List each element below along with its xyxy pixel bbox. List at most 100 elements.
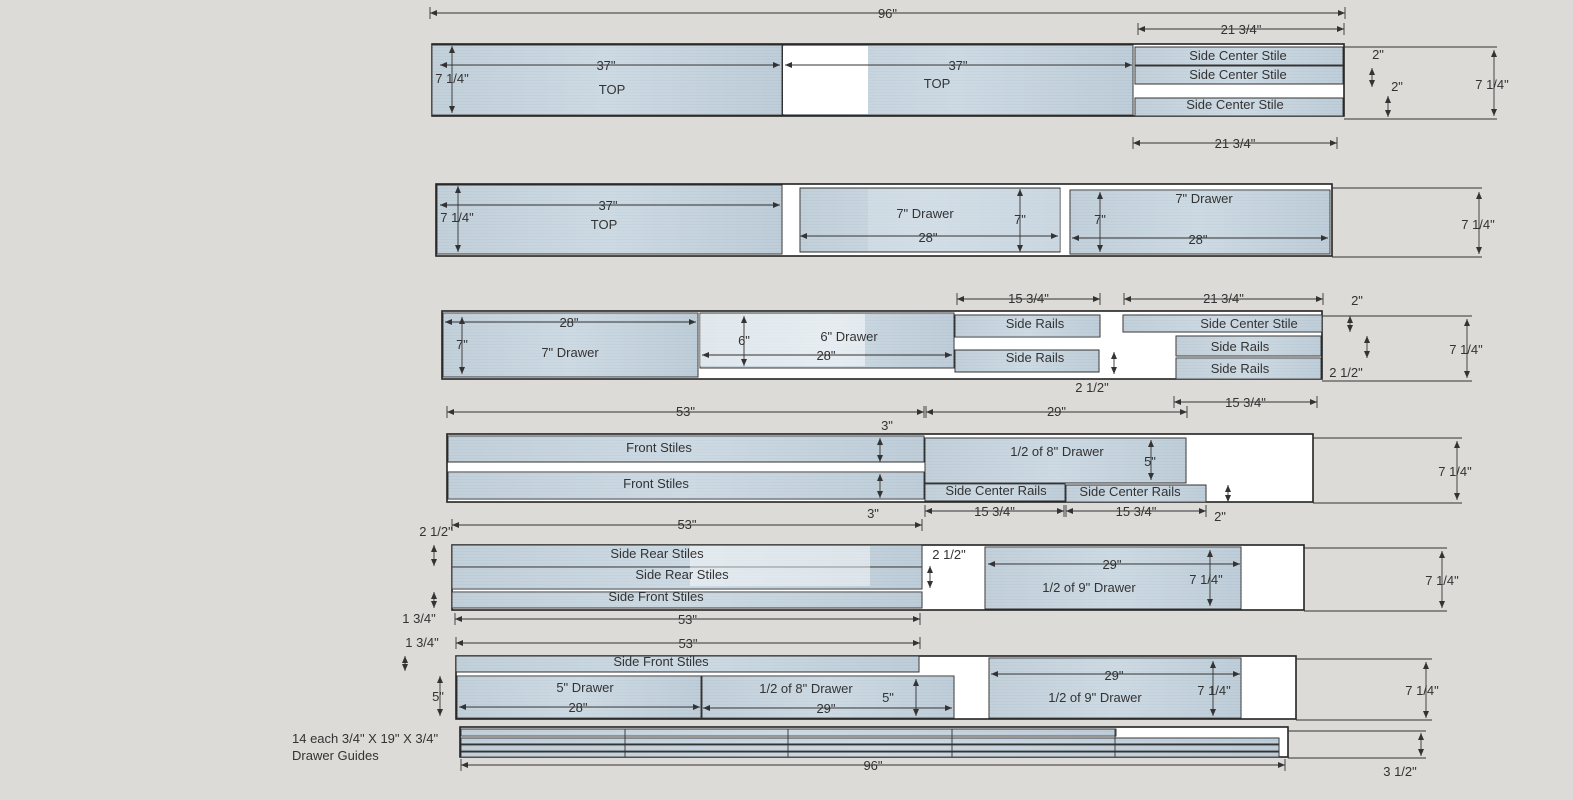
b6-134-dim-head-b xyxy=(402,664,408,671)
b5-134-dim-head-t xyxy=(431,592,437,599)
b4-2-label: 2" xyxy=(1214,509,1226,524)
b3-212b-dim-head-b xyxy=(1364,351,1370,358)
b2-width-head-b xyxy=(455,245,461,252)
b2-d1-h-head-b xyxy=(1017,245,1023,252)
b6-right-width-line-head-t xyxy=(1423,662,1429,669)
b6-5b-label: 5" xyxy=(882,690,894,705)
b5-212b-dim-head-b xyxy=(927,581,933,588)
b4-scr2-label: Side Center Rails xyxy=(1079,484,1181,499)
b2-width-label: 7 1/4" xyxy=(440,210,474,225)
b7-guide-strip-2-grain xyxy=(461,738,1279,744)
b2-d1-h-head-t xyxy=(1017,189,1023,196)
b6-d9-len-head-r xyxy=(1233,671,1240,677)
b1-top2-len-head-l xyxy=(785,62,792,68)
b4-3b-label: 3" xyxy=(867,506,879,521)
b5-212b-label: 2 1/2" xyxy=(932,547,966,562)
b3-sr-len-line-head-l xyxy=(957,296,964,302)
b4-fs-len-line-head-r xyxy=(917,409,924,415)
b1-scs-2b-line-head-b xyxy=(1385,110,1391,117)
b1-top1-label: TOP xyxy=(599,82,626,97)
b5-714-dim-head-t xyxy=(1207,550,1213,557)
b5-134-label: 1 3/4" xyxy=(402,611,436,626)
b5-srs-len-line-head-l xyxy=(452,522,459,528)
b5-srs-light xyxy=(690,546,870,586)
b4-scr2-len-label: 15 3/4" xyxy=(1116,504,1157,519)
b4-scr1-len-label: 15 3/4" xyxy=(974,504,1015,519)
b4-right-width-line-head-b xyxy=(1454,493,1460,500)
b1-scs1-label: Side Center Stile xyxy=(1189,48,1287,63)
b7-guide-strip-4-grain xyxy=(461,752,1279,757)
b1-top2-len-label: 37" xyxy=(948,58,967,73)
b5-srs-len-label: 53" xyxy=(677,517,696,532)
b7-guide-strip-3-grain xyxy=(461,745,1279,751)
b1-right-width-line-head-b xyxy=(1491,109,1497,116)
b7-length-dim-line-head-l xyxy=(461,762,468,768)
b4-5-dim-head-b xyxy=(1148,473,1154,480)
b4-scr1-len-line-head-r xyxy=(1057,508,1064,514)
b3-scs-2-label: 2" xyxy=(1351,293,1363,308)
b4-half-8-drawer-grain xyxy=(925,438,1186,483)
b6-714-dim-head-t xyxy=(1210,661,1216,668)
b3-side-rails-3-grain xyxy=(1176,336,1321,356)
b1-scs-2a-line-head-b xyxy=(1369,80,1375,87)
b3-sr1-label: Side Rails xyxy=(1006,316,1065,331)
b5-sfs-len-line-head-r xyxy=(913,616,920,622)
b1-width-head-t xyxy=(449,46,455,53)
b3-6d-len-label: 28" xyxy=(816,348,835,363)
b4-2-dim-head-b xyxy=(1225,495,1231,502)
b1-top-2-light xyxy=(783,46,868,114)
b3-6d-h-head-t xyxy=(741,316,747,323)
b1-right-width-label: 7 1/4" xyxy=(1475,77,1509,92)
b3-scs-2-line-head-t xyxy=(1347,316,1353,323)
b1-top2-label: TOP xyxy=(924,76,951,91)
b5-srs-len-line-head-r xyxy=(915,522,922,528)
b5-sfs-label: Side Front Stiles xyxy=(608,589,704,604)
b3-6d-label: 6" Drawer xyxy=(820,329,878,344)
b5-714-dim-head-b xyxy=(1207,599,1213,606)
b2-width-head-t xyxy=(455,186,461,193)
b3-right-width-label: 7 1/4" xyxy=(1449,342,1483,357)
b1-top1-len-head-l xyxy=(440,62,447,68)
b7-312-dim-head-t xyxy=(1418,733,1424,740)
b4-right-width-line-head-t xyxy=(1454,441,1460,448)
b3-7d-len-head-r xyxy=(689,319,696,325)
b2-d1-len-label: 28" xyxy=(918,230,937,245)
b2-d1-h-label: 7" xyxy=(1014,212,1026,227)
b1-top1-len-head-r xyxy=(773,62,780,68)
b3-6d-h-label: 6" xyxy=(738,333,750,348)
b1-scs-len-bottom-label: 21 3/4" xyxy=(1215,136,1256,151)
b4-side-center-rails-2-grain xyxy=(1066,485,1206,502)
b4-scr2-len-line-head-l xyxy=(1066,508,1073,514)
b3-right-width-line-head-b xyxy=(1464,371,1470,378)
b1-scs3-label: Side Center Stile xyxy=(1186,97,1284,112)
b4-5-dim-head-t xyxy=(1148,440,1154,447)
b1-side-center-stile-3-grain xyxy=(1135,98,1343,116)
b4-right-width-label: 7 1/4" xyxy=(1438,464,1472,479)
b4-scr2-len-line-head-r xyxy=(1199,508,1206,514)
b6-side-front-stiles-grain xyxy=(456,656,919,672)
b5-right-width-line-head-t xyxy=(1439,551,1445,558)
b4-fs-len-line-head-l xyxy=(447,409,454,415)
b2-top-grain xyxy=(437,185,782,254)
b4-scr1-label: Side Center Rails xyxy=(945,483,1047,498)
b5-212a-dim-head-b xyxy=(431,559,437,566)
b5-d9-label: 1/2 of 9" Drawer xyxy=(1042,580,1136,595)
b2-right-width-label: 7 1/4" xyxy=(1461,217,1495,232)
b5-side-rear-stiles-1-grain xyxy=(452,545,922,567)
b3-sr-len-label: 15 3/4" xyxy=(1008,291,1049,306)
b4-fs-len-label: 53" xyxy=(676,404,695,419)
b1-scs-len-top-label: 21 3/4" xyxy=(1221,22,1262,37)
b2-d2-label: 7" Drawer xyxy=(1175,191,1233,206)
b5-714-label: 7 1/4" xyxy=(1189,572,1223,587)
b3-7d-label: 7" Drawer xyxy=(541,345,599,360)
b3-7d-h-head-t xyxy=(459,317,465,324)
b1-top1-len-label: 37" xyxy=(596,58,615,73)
b4-3a-dim-head-t xyxy=(877,438,883,445)
b3-sr-len-b-label: 15 3/4" xyxy=(1225,395,1266,410)
b1-scs-len-bottom-line-head-l xyxy=(1133,140,1140,146)
b6-134-label: 1 3/4" xyxy=(405,635,439,650)
b6-d5-label: 5" Drawer xyxy=(556,680,614,695)
b3-6d-len-head-r xyxy=(945,352,952,358)
b6-5-drawer-grain xyxy=(457,676,701,718)
